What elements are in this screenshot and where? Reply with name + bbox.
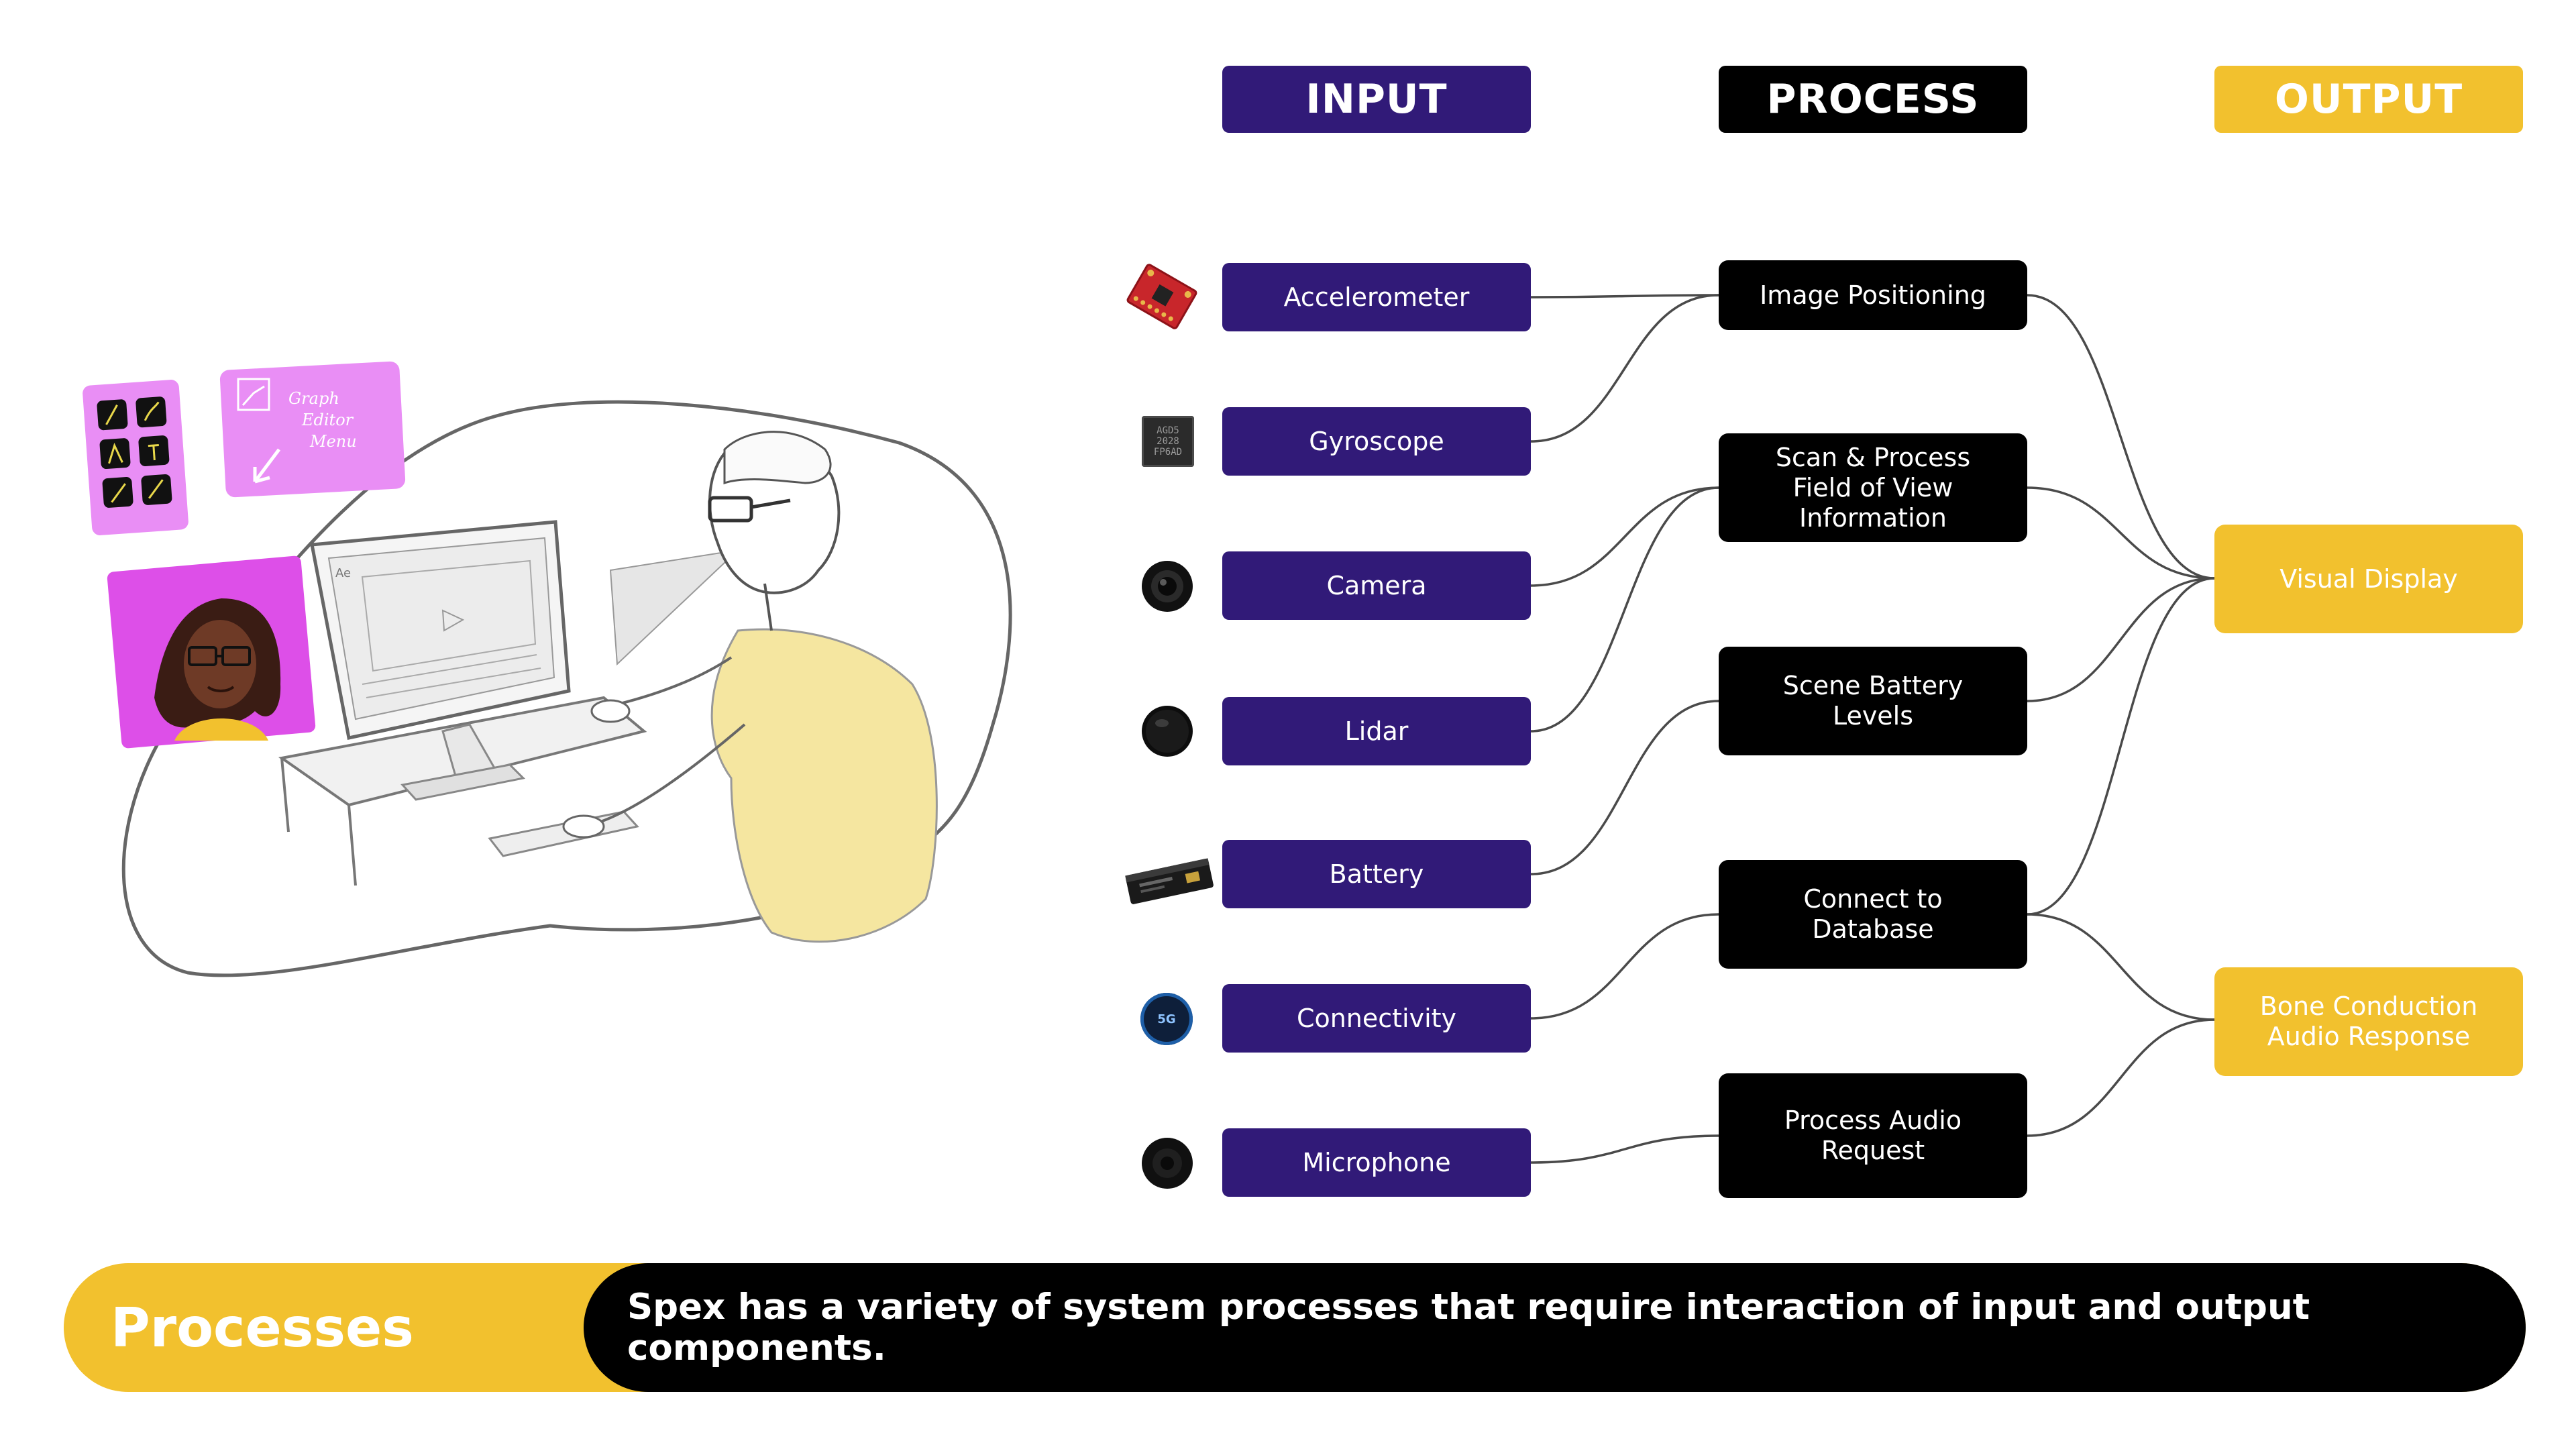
input-connectivity: Connectivity [1222,984,1531,1053]
lidar-sensor-icon [1142,706,1193,757]
computer-monitor: Ae [310,520,571,801]
banner-title: Processes [111,1296,414,1359]
output-header: OUTPUT [2214,66,2523,133]
connector-microphone-audio [1530,1134,1719,1164]
connector-lidar-scan [1530,486,1719,733]
shortcut-keys-sticky-note [83,380,189,535]
output-bone-conduction: Bone Conduction Audio Response [2214,967,2523,1076]
gyroscope-chip-text: AGD5 2028 FP6AD [1153,425,1183,458]
monitor-app-label: Ae [335,566,351,580]
connector-battery-scene [1530,700,1719,875]
connector-database-bone-conduction [2027,913,2215,1021]
microphone-icon [1142,1138,1193,1189]
avatar-card [107,555,316,749]
connector-connectivity-database [1530,913,1719,1020]
process-audio-request: Process Audio Request [1719,1073,2027,1198]
connectivity-chip-text: 5G [1157,1012,1176,1026]
input-battery: Battery [1222,840,1531,908]
connector-database-visual-display [2027,577,2215,916]
connector-scene-visual-display [2027,577,2215,702]
connector-image-positioning-visual-display [2027,294,2215,580]
input-gyroscope: Gyroscope [1222,407,1531,476]
output-visual-display: Visual Display [2214,525,2523,633]
person [562,431,938,943]
camera-lens-icon [1142,561,1193,612]
input-microphone: Microphone [1222,1128,1531,1197]
gyroscope-chip-icon: AGD5 2028 FP6AD [1142,416,1194,467]
process-connect-to-database: Connect to Database [1719,860,2027,969]
connector-gyroscope-image-positioning [1530,294,1719,443]
process-scene-battery-levels: Scene Battery Levels [1719,647,2027,755]
input-header: INPUT [1222,66,1531,133]
keyboard [488,810,639,857]
battery-icon [1125,858,1214,904]
input-accelerometer: Accelerometer [1222,263,1531,331]
connector-accelerometer-image-positioning [1530,294,1719,299]
banner-description-pill [584,1263,2526,1392]
process-header: PROCESS [1719,66,2027,133]
process-image-positioning: Image Positioning [1719,260,2027,330]
input-camera: Camera [1222,551,1531,620]
process-scan-field-of-view: Scan & Process Field of View Information [1719,433,2027,542]
connector-camera-scan [1530,486,1719,587]
banner-description: Spex has a variety of system processes t… [627,1287,2310,1368]
input-lidar: Lidar [1222,697,1531,765]
connector-scan-visual-display [2027,486,2215,580]
connector-audio-bone-conduction [2027,1018,2215,1137]
accelerometer-board-icon [1126,264,1197,329]
gaze-cone [609,549,741,666]
connectivity-chip-icon: 5G [1140,993,1193,1045]
